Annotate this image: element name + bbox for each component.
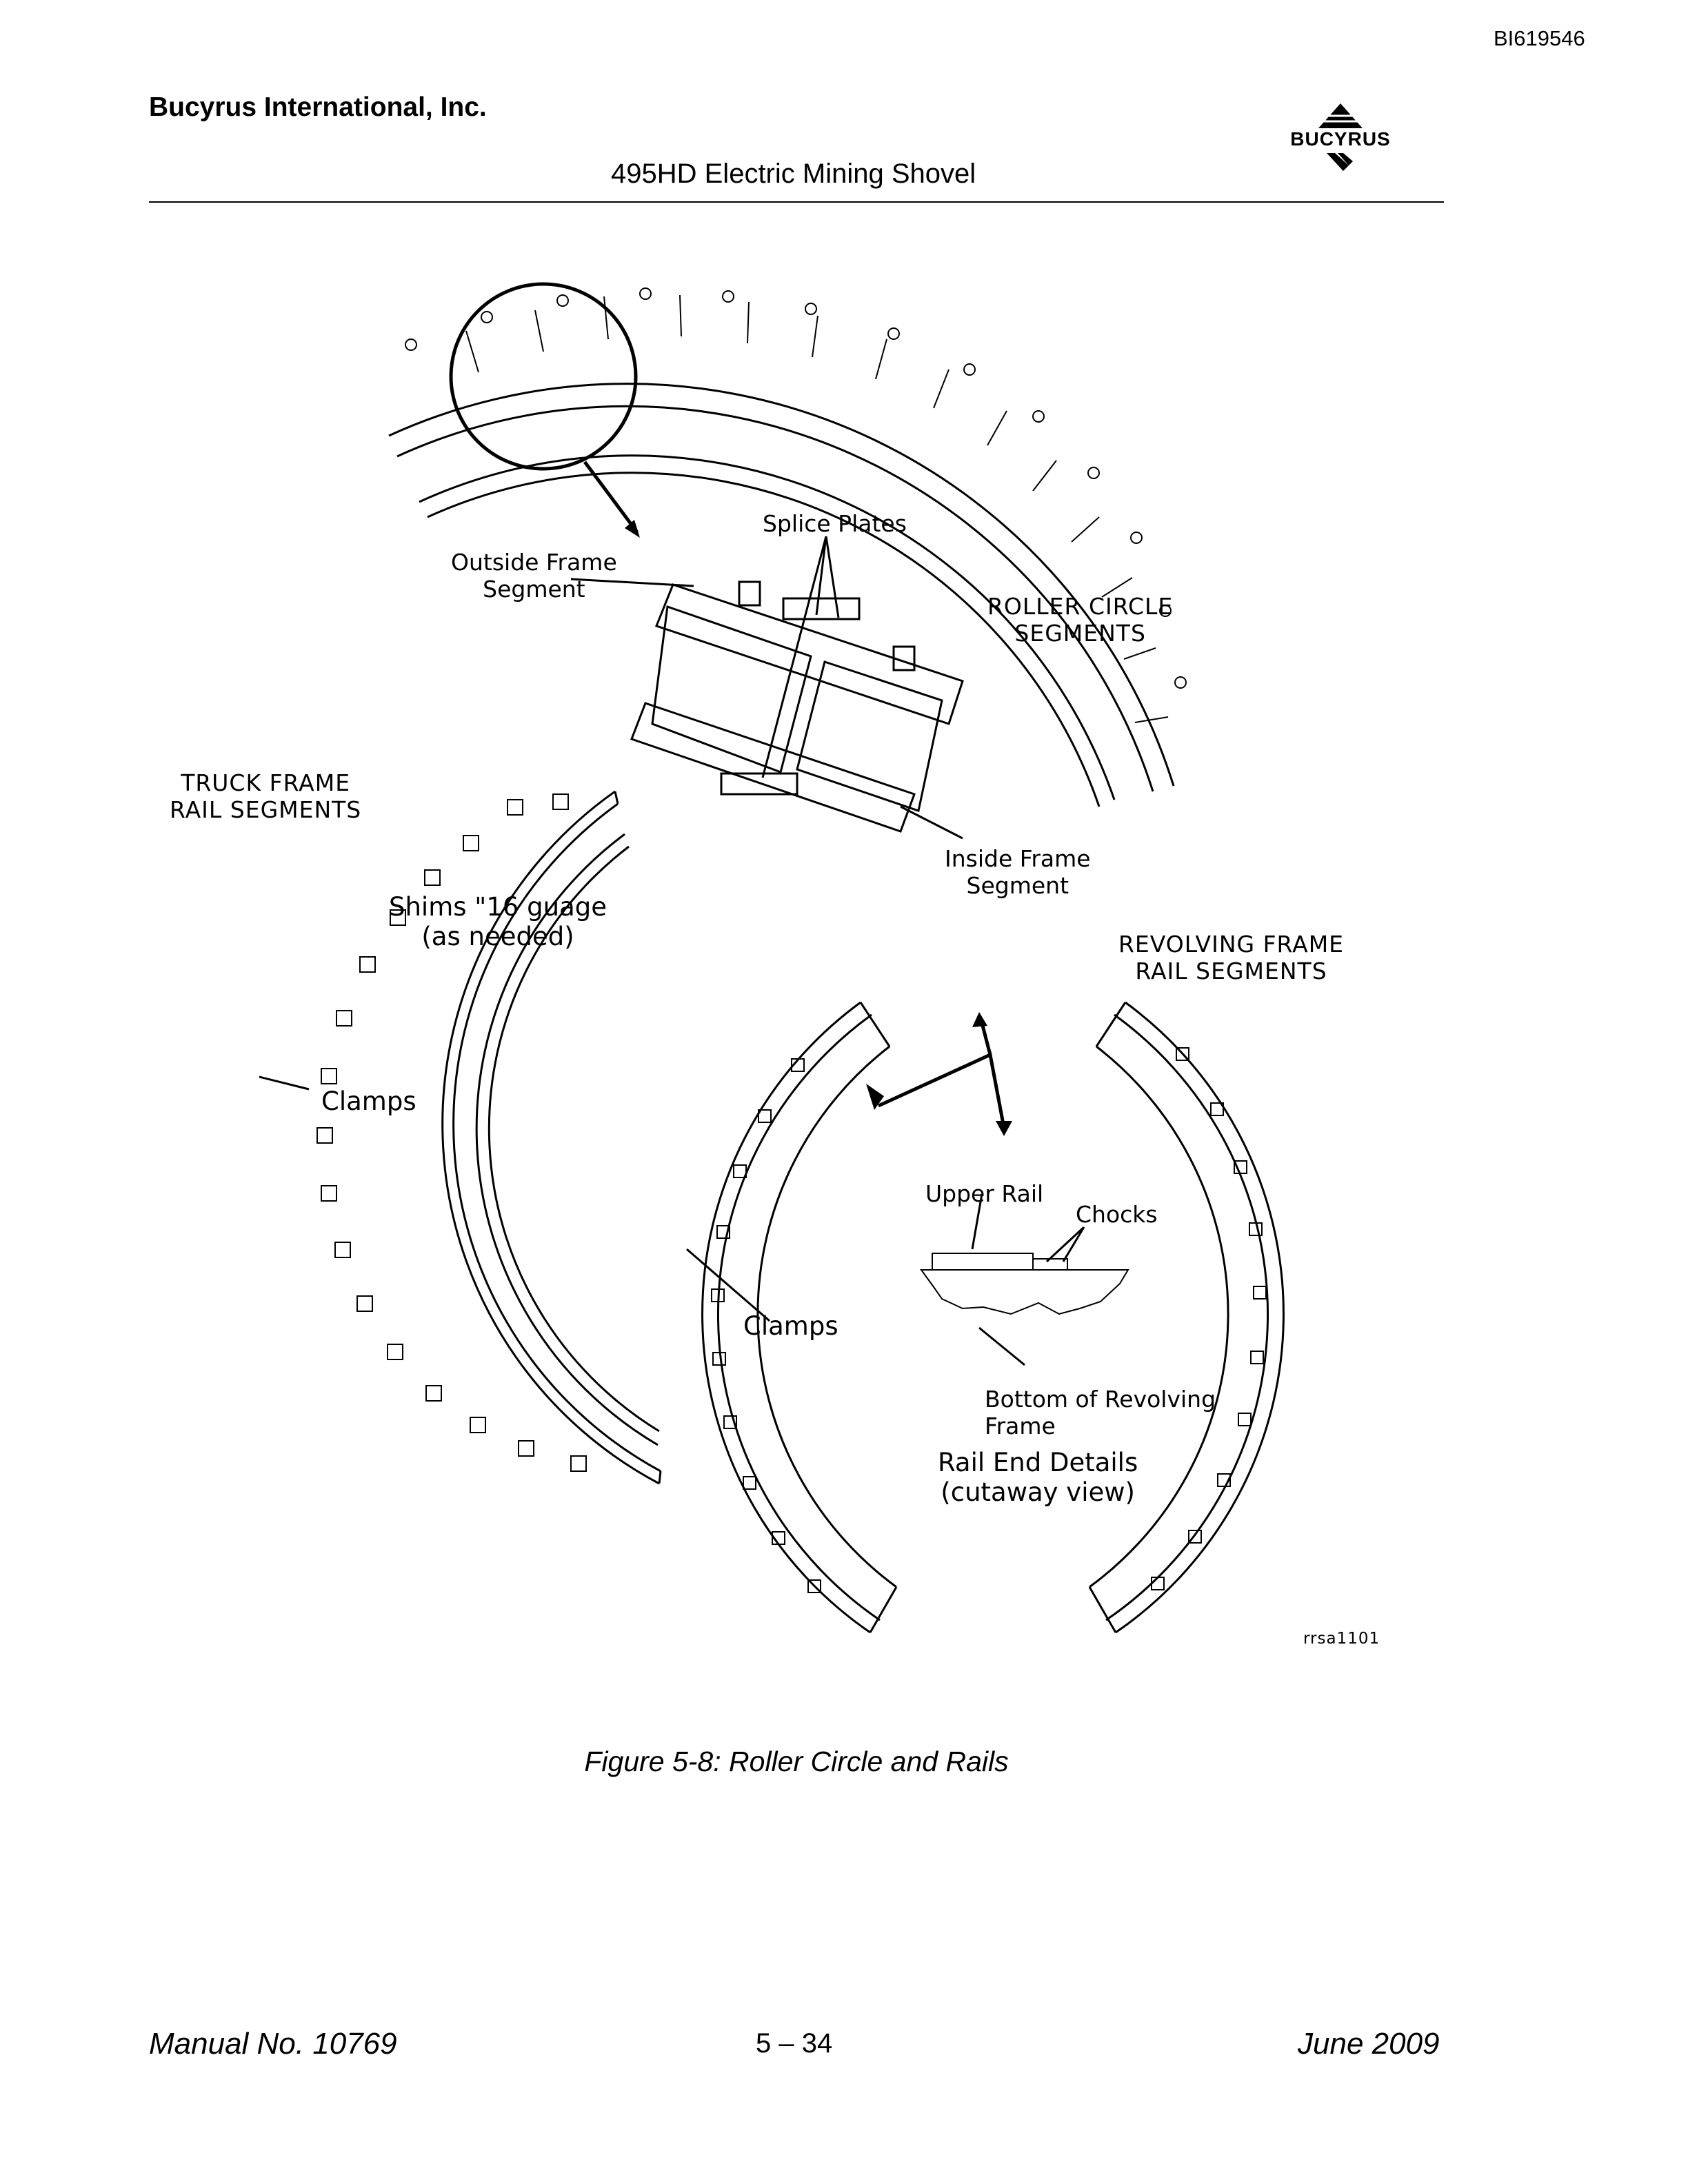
label-chocks: Chocks [1076,1201,1158,1228]
label-roller-circle: ROLLER CIRCLE SEGMENTS [987,593,1174,647]
figure-title: Roller Circle and Rails [721,1746,1009,1777]
label-upper-rail: Upper Rail [925,1180,1044,1207]
company-name: Bucyrus International, Inc. [149,92,487,122]
label-splice-plates: Splice Plates [763,510,907,537]
manual-number: Manual No. 10769 [149,2027,397,2061]
label-bottom-revolving-frame: Bottom of Revolving Frame [985,1386,1216,1439]
label-revolving-frame: REVOLVING FRAME RAIL SEGMENTS [1118,931,1345,984]
label-truck-frame: TRUCK FRAME RAIL SEGMENTS [170,769,362,823]
label-outside-frame: Outside Frame Segment [451,549,617,603]
diagram-drawing [259,282,1285,1634]
document-id: BI619546 [1494,26,1585,50]
document-subtitle: 495HD Electric Mining Shovel [611,159,976,189]
label-rail-end-details: Rail End Details (cutaway view) [938,1448,1138,1507]
label-clamps-left: Clamps [321,1086,416,1116]
label-inside-frame: Inside Frame Segment [945,845,1091,899]
label-clamps-right: Clamps [743,1311,838,1341]
logo-text: BUCYRUS [1290,128,1391,150]
roller-circle-diagram: ROLLER CIRCLE SEGMENTS Splice Plates Out… [149,276,1390,1668]
figure-number: Figure 5-8: [584,1746,721,1777]
label-reference-code: rrsa1101 [1303,1630,1380,1648]
page-number: 5 – 34 [756,2028,833,2059]
label-shims: Shims "16 guage (as needed) [389,892,607,951]
publication-date: June 2009 [1298,2027,1440,2061]
header-rule [149,201,1444,203]
bucyrus-logo-mark [1318,103,1363,171]
figure-caption: Figure 5-8: Roller Circle and Rails [0,1746,1593,1778]
bucyrus-logo: BUCYRUS [1277,102,1404,179]
